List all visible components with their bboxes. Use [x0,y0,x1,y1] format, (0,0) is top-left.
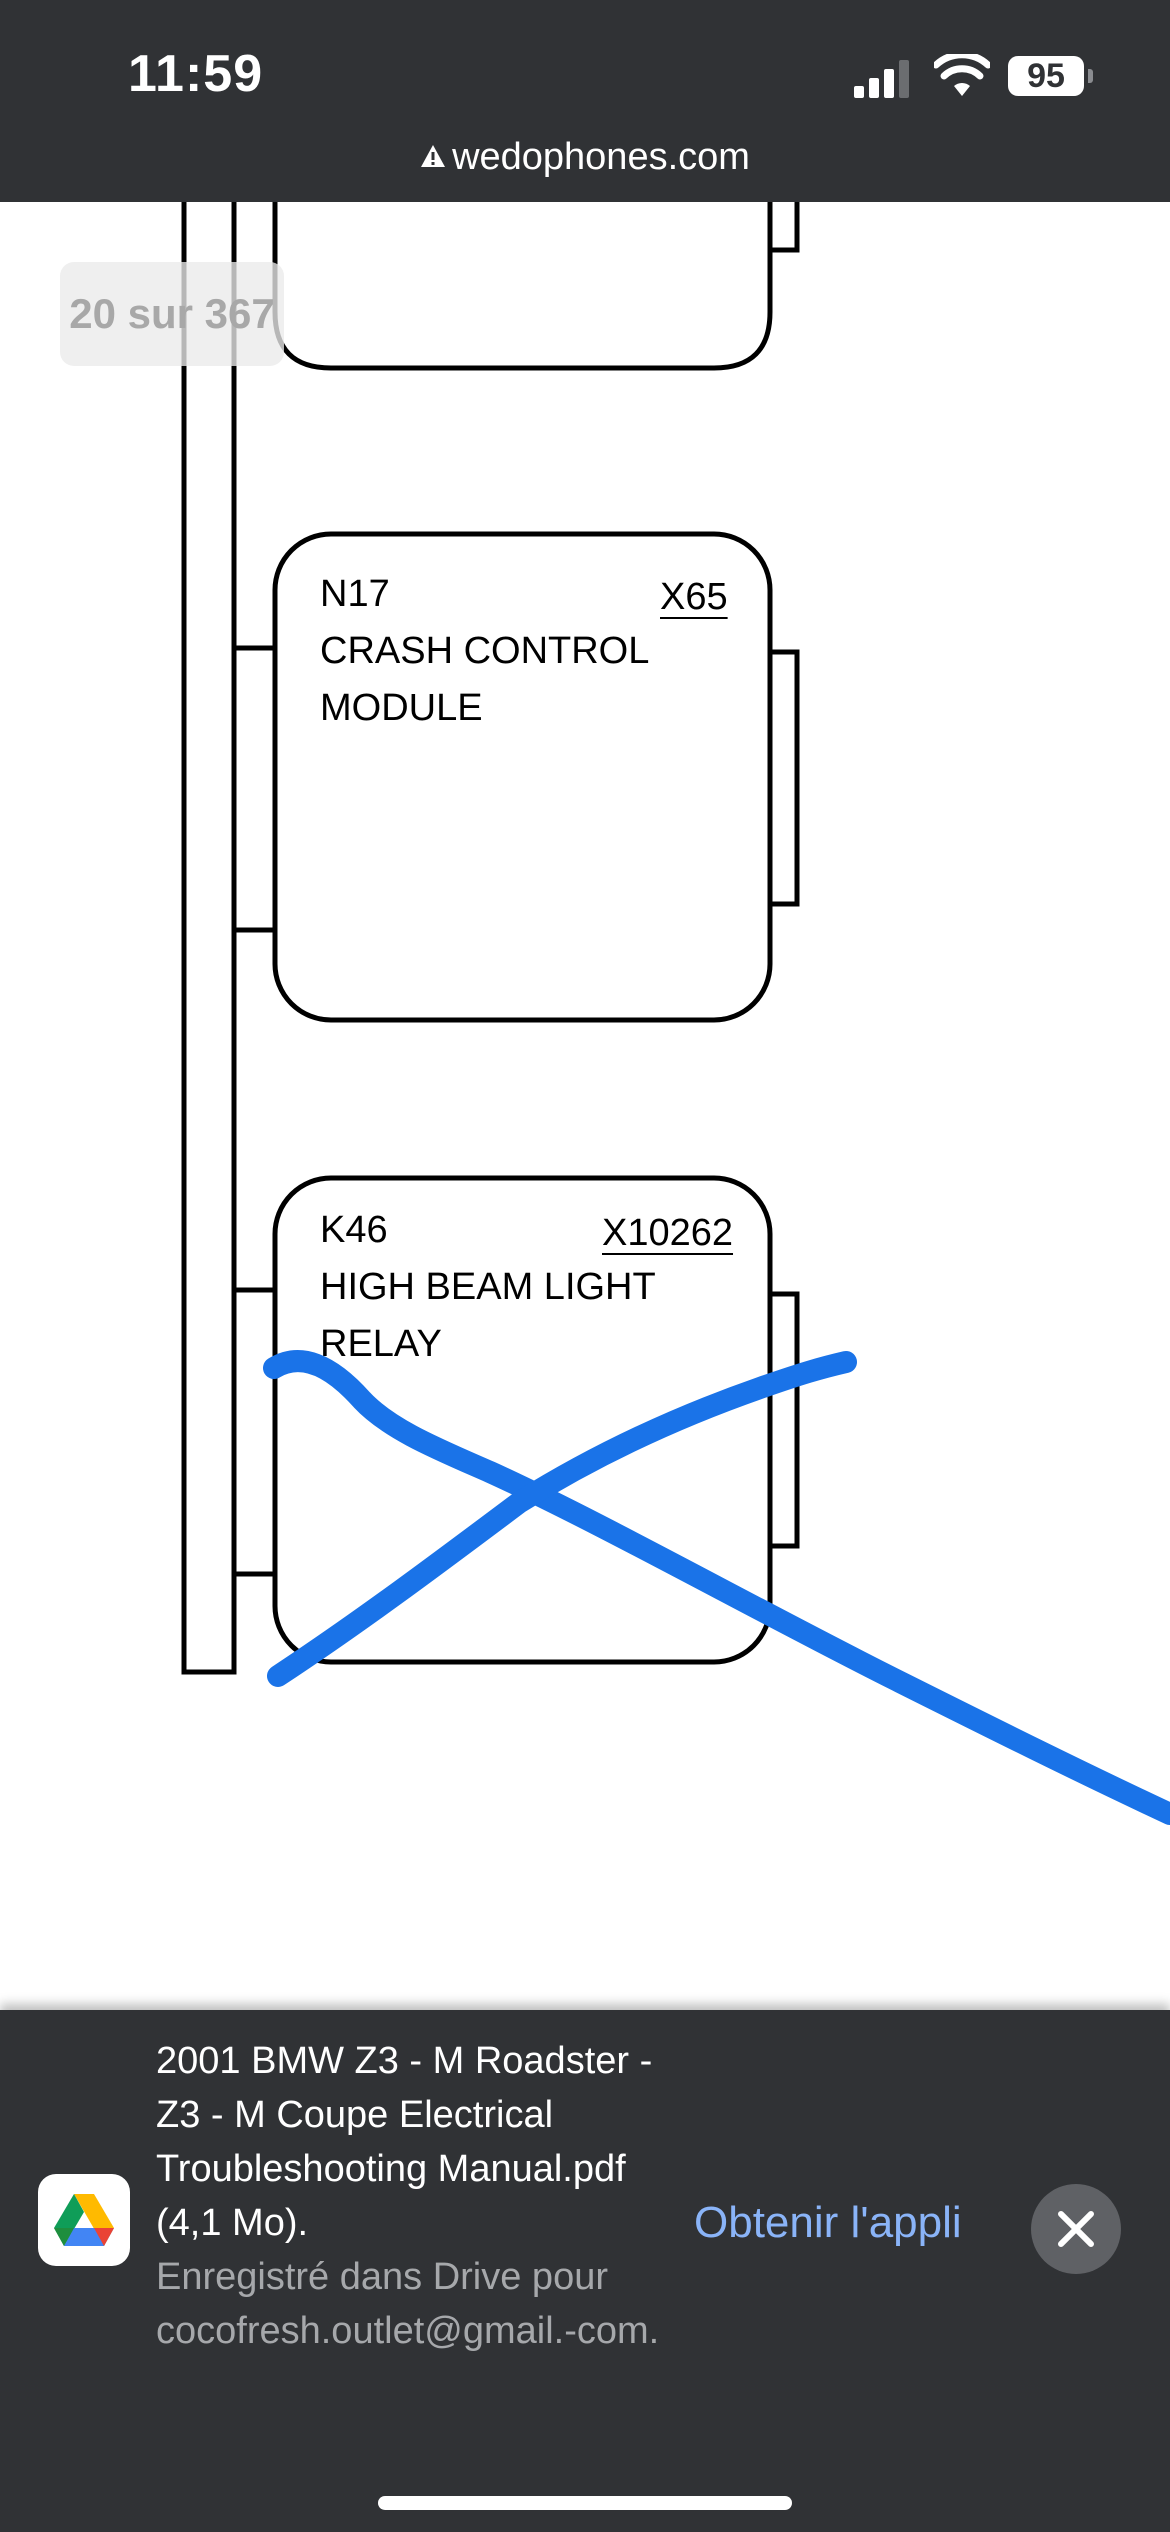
google-drive-icon[interactable] [38,2174,130,2266]
status-time: 11:59 [128,45,264,103]
battery-indicator: 95 [1008,56,1093,96]
drive-banner: 2001 BMW Z3 - M Roadster - Z3 - M Coupe … [0,2010,1170,2532]
pdf-document-view[interactable]: N17 X65 CRASH CONTROL MODULE K46 X10262 … [0,202,1170,2010]
diagram-bus-bar [181,202,237,1675]
module-id-k46: K46 [320,1209,388,1251]
cellular-signal-icon [854,60,909,98]
module-id-n17: N17 [320,573,390,615]
diagram-connector-k46 [770,1291,800,1549]
diagram-module-top [272,202,773,371]
get-app-button[interactable]: Obtenir l'appli [694,2198,962,2247]
banner-saved-info: Enregistré dans Drive pour cocofresh.out… [156,2256,660,2352]
page-indicator: 20 sur 367 [60,262,284,366]
diagram-connector-n17 [770,649,800,907]
module-name-n17-line1: CRASH CONTROL [320,630,650,672]
module-name-n17-line2: MODULE [320,687,483,729]
connector-label-x10262: X10262 [602,1212,734,1254]
banner-message: 2001 BMW Z3 - M Roadster - Z3 - M Coupe … [156,2034,676,2358]
diagram-module-n17 [272,531,773,1023]
diagram-connector-top [770,202,800,253]
close-icon [1058,2211,1094,2247]
connector-label-x65: X65 [660,576,728,618]
close-banner-button[interactable] [1031,2184,1121,2274]
module-name-k46-line1: HIGH BEAM LIGHT [320,1266,656,1308]
module-name-k46-line2: RELAY [320,1323,442,1365]
battery-level: 95 [1008,56,1084,96]
url-domain: wedophones.com [452,136,750,178]
wifi-icon [934,54,990,96]
top-chrome: 11:59 95 wedophones.com [0,0,1170,202]
wiring-diagram [181,202,800,1675]
home-indicator[interactable] [378,2496,792,2510]
warning-icon [421,144,446,167]
url-bar[interactable]: wedophones.com [0,136,1170,179]
battery-tip [1088,69,1093,83]
banner-file-info: 2001 BMW Z3 - M Roadster - Z3 - M Coupe … [156,2040,653,2244]
